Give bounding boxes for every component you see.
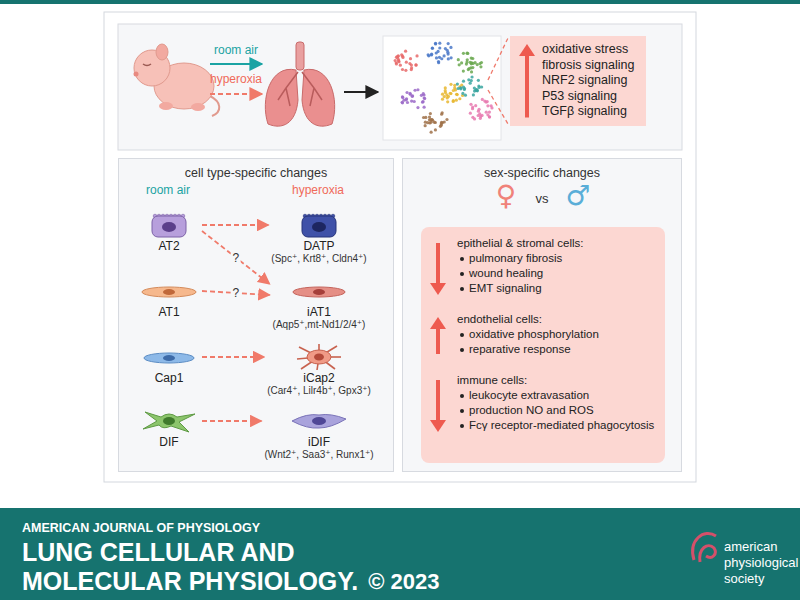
cell-label: DATP [303, 239, 334, 253]
finding-text: immune cells: [457, 373, 657, 388]
cell-label: (Wnt2⁺, Saa3⁺, Runx1⁺) [264, 449, 373, 461]
cell-icon: iCap2(Car4⁺, Lilr4b⁺, Gpx3⁺) [267, 343, 371, 397]
text-label: ♀ [496, 180, 517, 212]
text-label: room air [214, 44, 258, 58]
cell-label: iCap2 [303, 371, 334, 385]
finding-text: EMT signaling [457, 281, 657, 296]
transition-arrow [202, 420, 261, 422]
text-label: © 2023 [368, 569, 439, 594]
change-arrow [427, 374, 449, 434]
cell-label: (Spc⁺, Krt8⁺, Cldn4⁺) [271, 253, 366, 265]
findings-box: epithelial & stromal cells:pulmonary fib… [421, 227, 665, 463]
text-label: american [724, 540, 777, 555]
result-text: fibrosis signaling [542, 58, 634, 74]
cell-icon: iDIF(Wnt2⁺, Saa3⁺, Runx1⁺) [264, 407, 373, 461]
cell-icon: Cap1 [139, 343, 199, 385]
cell-illustration [139, 343, 199, 371]
cell-icon: DATP(Spc⁺, Krt8⁺, Cldn4⁺) [271, 211, 366, 265]
cell-icon: iAT1(Aqp5⁺,mt-Nd1/2/4⁺) [273, 277, 366, 331]
mouse-pup [134, 44, 220, 116]
transition-arrow [202, 224, 268, 226]
text-label: MOLECULAR PHYSIOLOGY. [22, 567, 358, 596]
text-label: vs [536, 192, 549, 207]
result-text: NRF2 signaling [542, 73, 634, 89]
change-arrow [427, 237, 449, 297]
zoom-line [488, 90, 508, 124]
finding-text: endothelial cells: [457, 312, 657, 327]
cell-label: (Car4⁺, Lilr4b⁺, Gpx3⁺) [267, 385, 371, 397]
cell-label: AT2 [158, 239, 179, 253]
panel: cell type-specific changesAT2AT1Cap1DIF D… [118, 158, 394, 472]
result-text: TGFβ signaling [542, 104, 634, 120]
cell-label: iDIF [308, 435, 330, 449]
cell-label: Cap1 [155, 371, 184, 385]
transition-arrow [202, 231, 270, 284]
lungs [265, 42, 334, 126]
result-box: oxidative stressfibrosis signalingNRF2 s… [510, 36, 646, 126]
finding-text: production NO and ROS [457, 403, 657, 418]
cell-illustration [289, 277, 349, 305]
cell-illustration [139, 407, 199, 435]
finding-text: wound healing [457, 266, 657, 281]
finding-text: reparative response [457, 342, 657, 357]
process-arrow [344, 91, 378, 93]
cell-icon: DIF [139, 407, 199, 449]
text-label: ♂ [565, 180, 590, 212]
cell-icon: AT2 [139, 211, 199, 253]
tsne-plot [383, 36, 501, 140]
finding-text: epithelial & stromal cells: [457, 236, 657, 251]
text-label: LUNG CELLULAR AND [22, 538, 295, 567]
panel-heading: sex-specific changes [403, 166, 681, 181]
text-label: AMERICAN JOURNAL OF PHYSIOLOGY [22, 521, 260, 535]
cell-illustration [289, 407, 349, 435]
top-panel [118, 24, 682, 150]
finding-text: oxidative phosphorylation [457, 327, 657, 342]
result-text: P53 signaling [542, 89, 634, 105]
outer-frame [104, 12, 696, 482]
cell-illustration [289, 343, 349, 371]
cell-label: AT1 [158, 305, 179, 319]
edge-label: ? [230, 251, 241, 264]
finding-group: immune cells:leukocyte extravasationprod… [457, 373, 657, 433]
finding-group: endothelial cells:oxidative phosphorylat… [457, 312, 657, 357]
text-label: physiological [724, 556, 798, 571]
cell-illustration [139, 277, 199, 305]
text-label: hyperoxia [292, 184, 344, 198]
text-label: society [724, 572, 764, 587]
hyperoxia-arrow [210, 93, 262, 95]
transition-arrow [202, 356, 264, 358]
cell-icon: AT1 [139, 277, 199, 319]
cell-illustration [289, 211, 349, 239]
tsne-clusters [394, 42, 494, 134]
cell-label: DIF [159, 435, 178, 449]
zoom-line [488, 38, 508, 80]
change-arrow [427, 313, 449, 358]
cell-illustration [139, 211, 199, 239]
cell-label: iAT1 [307, 305, 331, 319]
edge-label: ? [230, 287, 241, 300]
society-logo [693, 533, 716, 562]
top-bar [0, 0, 800, 4]
room-air-arrow [210, 63, 262, 65]
finding-text: Fcγ receptor-mediated phagocytosis [457, 418, 657, 433]
journal-footer [0, 508, 800, 600]
result-text: oxidative stress [542, 42, 634, 58]
increase-arrow [516, 40, 536, 122]
finding-text: leukocyte extravasation [457, 388, 657, 403]
text-label: room air [146, 184, 190, 198]
text-label: hyperoxia [210, 73, 262, 87]
panel-heading: cell type-specific changes [119, 166, 393, 181]
cell-label: (Aqp5⁺,mt-Nd1/2/4⁺) [273, 319, 366, 331]
finding-text: pulmonary fibrosis [457, 251, 657, 266]
finding-group: epithelial & stromal cells:pulmonary fib… [457, 236, 657, 296]
